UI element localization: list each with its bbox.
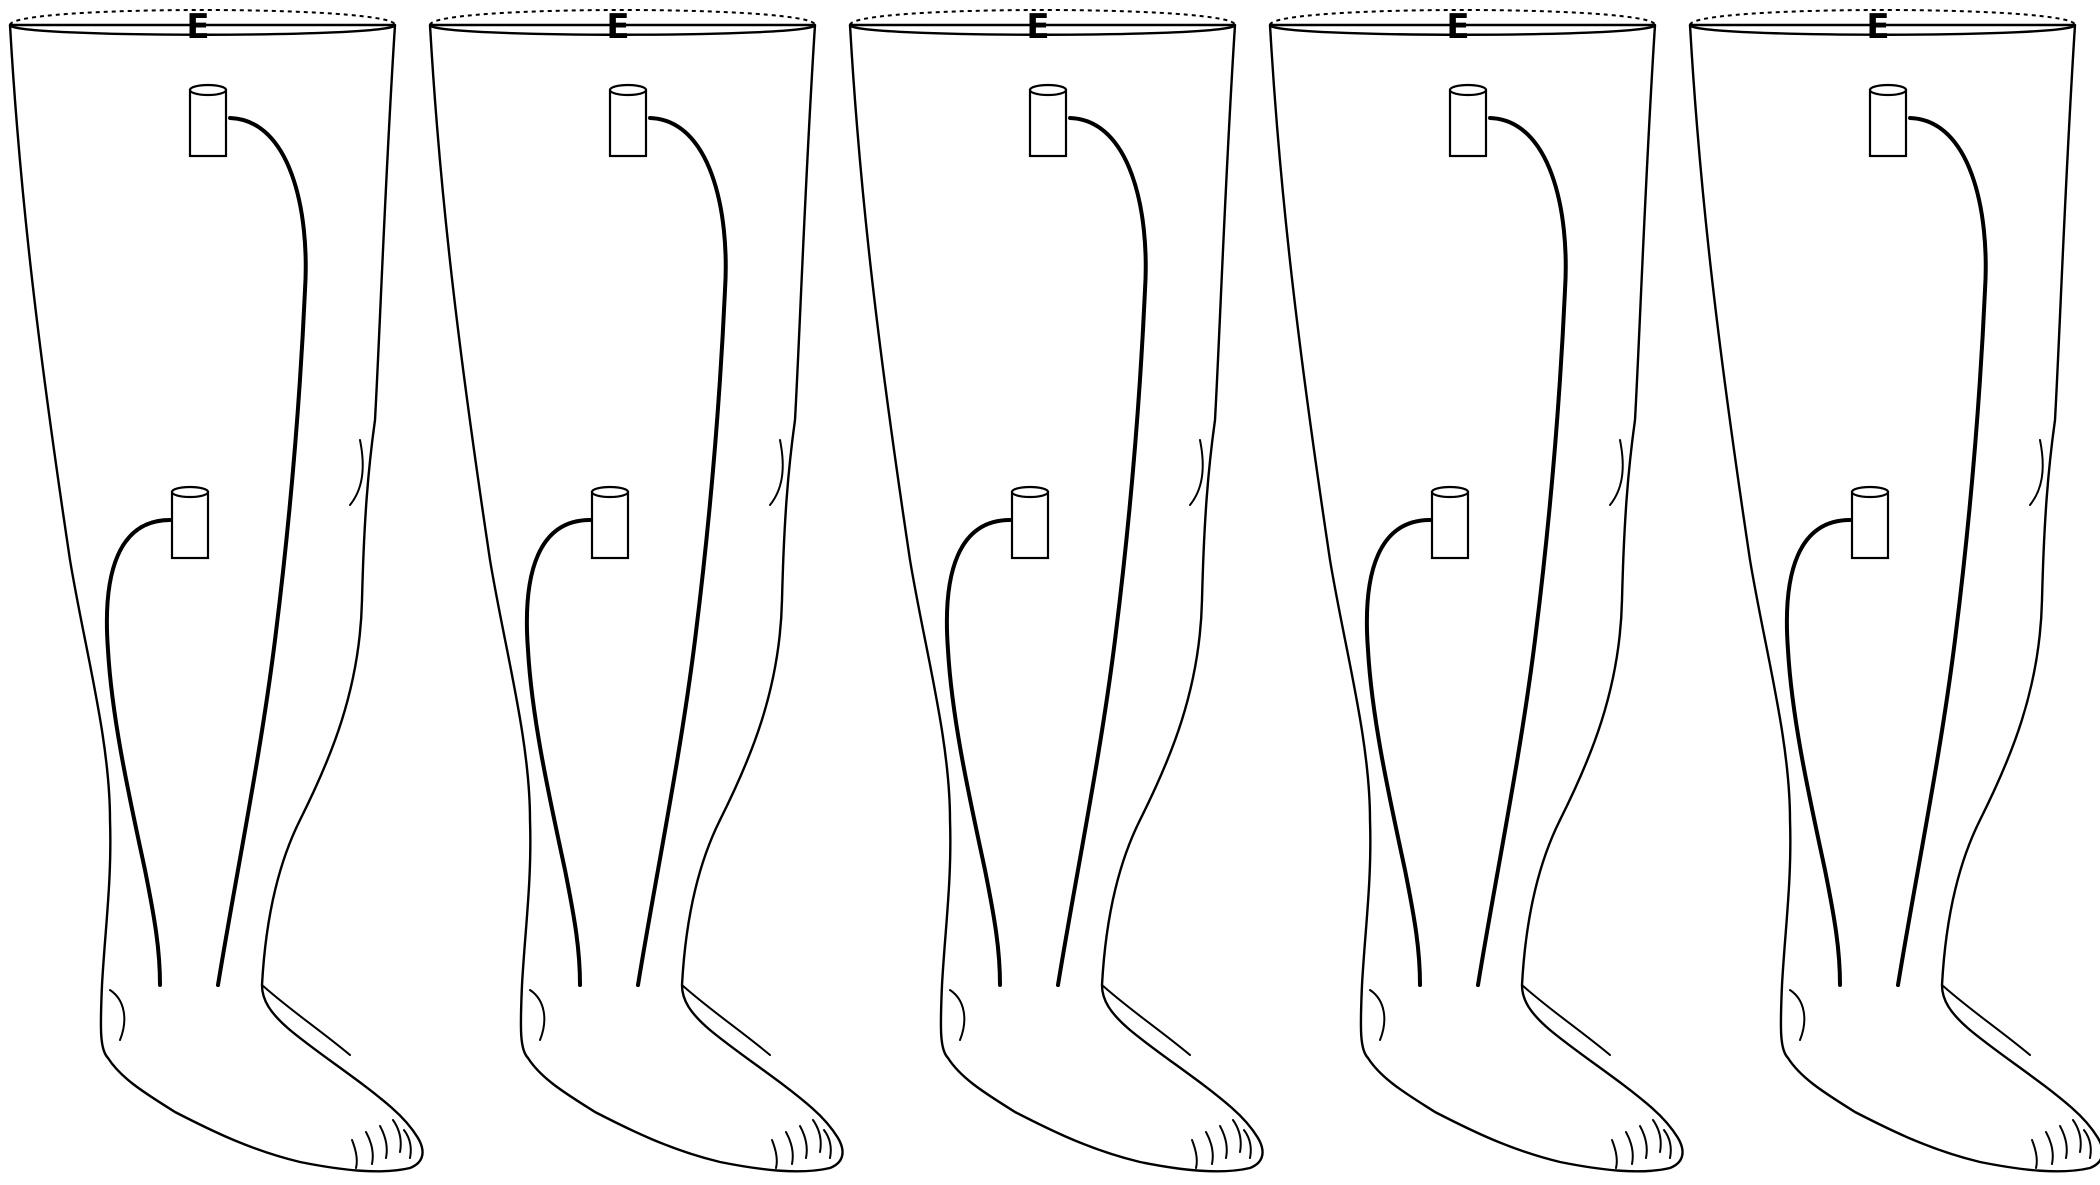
leg-4-drawing [1270,10,1683,1171]
leg-3-drawing [850,10,1263,1171]
leg-5: E [1690,7,2100,1171]
leg-2: E [430,7,843,1171]
leg-4-top-label: E [1446,7,1469,47]
leg-5-top-label: E [1866,7,1889,47]
leg-1-drawing [10,10,423,1171]
leg-1: E [10,7,423,1171]
leg-5-drawing [1690,10,2100,1171]
leg-2-drawing [430,10,843,1171]
leg-3: E [850,7,1263,1171]
leg-1-top-label: E [186,7,209,47]
leg-4: E [1270,7,1683,1171]
leg-3-top-label: E [1026,7,1049,47]
leg-2-top-label: E [606,7,629,47]
